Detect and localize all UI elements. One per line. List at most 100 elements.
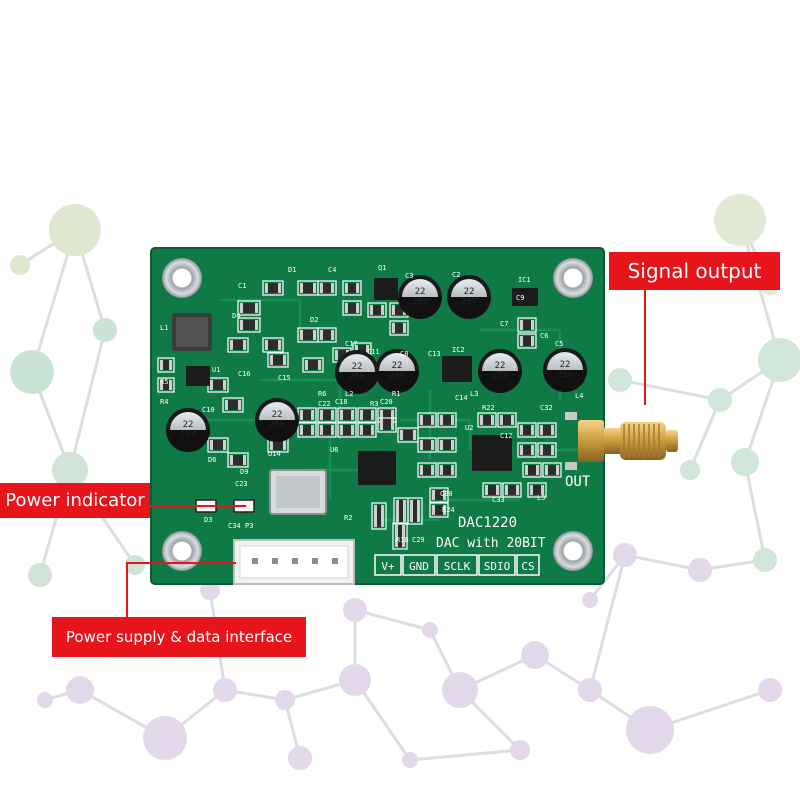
svg-text:22: 22 bbox=[495, 361, 506, 371]
designator: R22 bbox=[482, 404, 495, 412]
designator: R18 bbox=[396, 536, 409, 544]
designator: L5 bbox=[537, 494, 545, 502]
power-supply-data-interface-callout: Power supply & data interface bbox=[52, 617, 306, 657]
regulator-u1 bbox=[186, 366, 210, 386]
ic-u2 bbox=[472, 435, 512, 471]
designator: C22 bbox=[318, 400, 331, 408]
designator: L4 bbox=[575, 392, 583, 400]
designator: C33 bbox=[492, 496, 505, 504]
svg-text:22: 22 bbox=[352, 362, 363, 372]
designator: D4 bbox=[232, 312, 240, 320]
ic-sot-ic1 bbox=[512, 288, 538, 306]
svg-text:25V: 25V bbox=[180, 430, 197, 440]
signal-output-callout: Signal output bbox=[609, 252, 780, 290]
designator: C18 bbox=[335, 398, 348, 406]
designator: D1 bbox=[288, 266, 296, 274]
sma-connector bbox=[565, 412, 678, 470]
designator: D2 bbox=[310, 316, 318, 324]
designator: C8 bbox=[400, 350, 408, 358]
svg-text:22: 22 bbox=[560, 360, 571, 370]
designator: U2 bbox=[465, 424, 473, 432]
designator: IC2 bbox=[452, 346, 465, 354]
svg-text:25V: 25V bbox=[349, 372, 366, 382]
designator: L2 bbox=[345, 390, 353, 398]
designator: R6 bbox=[318, 390, 326, 398]
ic-ic2 bbox=[442, 356, 472, 382]
designator: C23 bbox=[235, 480, 248, 488]
designator: D3 bbox=[204, 516, 212, 524]
pin-label-strip: V+ GND SCLK SDIO CS bbox=[374, 554, 540, 576]
svg-text:22: 22 bbox=[183, 420, 194, 430]
power-indicator-leader bbox=[150, 505, 246, 507]
designator: C6 bbox=[540, 332, 548, 340]
svg-text:25V: 25V bbox=[557, 370, 574, 380]
designator: C9 bbox=[516, 294, 524, 302]
board-model-label: DAC1220 bbox=[458, 515, 517, 531]
pin-label: CS bbox=[521, 560, 534, 573]
designator: C30 bbox=[440, 490, 453, 498]
designator: C5 bbox=[555, 340, 563, 348]
designator: C1 bbox=[238, 282, 246, 290]
designator: IC1 bbox=[518, 276, 531, 284]
designator: C17 bbox=[345, 340, 358, 348]
designator: P3 bbox=[245, 522, 253, 530]
designator: R24 bbox=[442, 506, 455, 514]
designator: L3 bbox=[470, 390, 478, 398]
signal-output-leader bbox=[644, 290, 646, 405]
svg-text:25V: 25V bbox=[461, 297, 478, 307]
svg-text:22: 22 bbox=[415, 287, 426, 297]
board-subtitle-label: DAC with 20BIT bbox=[436, 536, 546, 551]
interface-leader-h bbox=[126, 562, 236, 564]
designator: R3 bbox=[370, 400, 378, 408]
designator: C14 bbox=[455, 394, 468, 402]
designator: R4 bbox=[160, 398, 168, 406]
designator: C4 bbox=[328, 266, 336, 274]
designator: D6 bbox=[208, 456, 216, 464]
designator: C13 bbox=[428, 350, 441, 358]
crystal-oscillator bbox=[269, 469, 327, 515]
mounting-holes bbox=[162, 258, 593, 571]
svg-text:25V: 25V bbox=[269, 420, 286, 430]
out-label: OUT bbox=[565, 474, 591, 490]
designator: C16 bbox=[238, 370, 251, 378]
pin-label: V+ bbox=[381, 560, 395, 573]
connector-pins bbox=[252, 558, 338, 564]
designator: U6 bbox=[330, 446, 338, 454]
svg-text:22: 22 bbox=[464, 287, 475, 297]
svg-text:22: 22 bbox=[392, 361, 403, 371]
designator: R5 bbox=[160, 378, 168, 386]
designator: C10 bbox=[202, 406, 215, 414]
designator: Q1 bbox=[378, 264, 386, 272]
designator: U1 bbox=[212, 366, 220, 374]
transistor-q1 bbox=[374, 278, 398, 300]
svg-text:25V: 25V bbox=[389, 371, 406, 381]
designator: C34 bbox=[228, 522, 241, 530]
designator: U14 bbox=[268, 450, 281, 458]
designator: C11 bbox=[367, 348, 380, 356]
designator: D9 bbox=[240, 468, 248, 476]
svg-text:22: 22 bbox=[272, 410, 283, 420]
designator: C29 bbox=[412, 536, 425, 544]
designator: C7 bbox=[500, 320, 508, 328]
pin-label: GND bbox=[409, 560, 429, 573]
designator: C3 bbox=[405, 272, 413, 280]
designator: C12 bbox=[500, 432, 513, 440]
svg-text:25V: 25V bbox=[492, 371, 509, 381]
designator: C20 bbox=[380, 398, 393, 406]
interface-leader-v bbox=[126, 562, 128, 618]
designator: C32 bbox=[540, 404, 553, 412]
ic-u6 bbox=[358, 451, 396, 485]
svg-text:25V: 25V bbox=[412, 297, 429, 307]
designator: C15 bbox=[278, 374, 291, 382]
pin-label: SCLK bbox=[444, 560, 471, 573]
designator: C2 bbox=[452, 271, 460, 279]
smd-components bbox=[157, 280, 562, 550]
designator: R2 bbox=[344, 514, 352, 522]
designator: L1 bbox=[160, 324, 168, 332]
pin-label: SDIO bbox=[484, 560, 511, 573]
designator: R1 bbox=[392, 390, 400, 398]
power-indicator-callout: Power indicator bbox=[0, 483, 150, 518]
